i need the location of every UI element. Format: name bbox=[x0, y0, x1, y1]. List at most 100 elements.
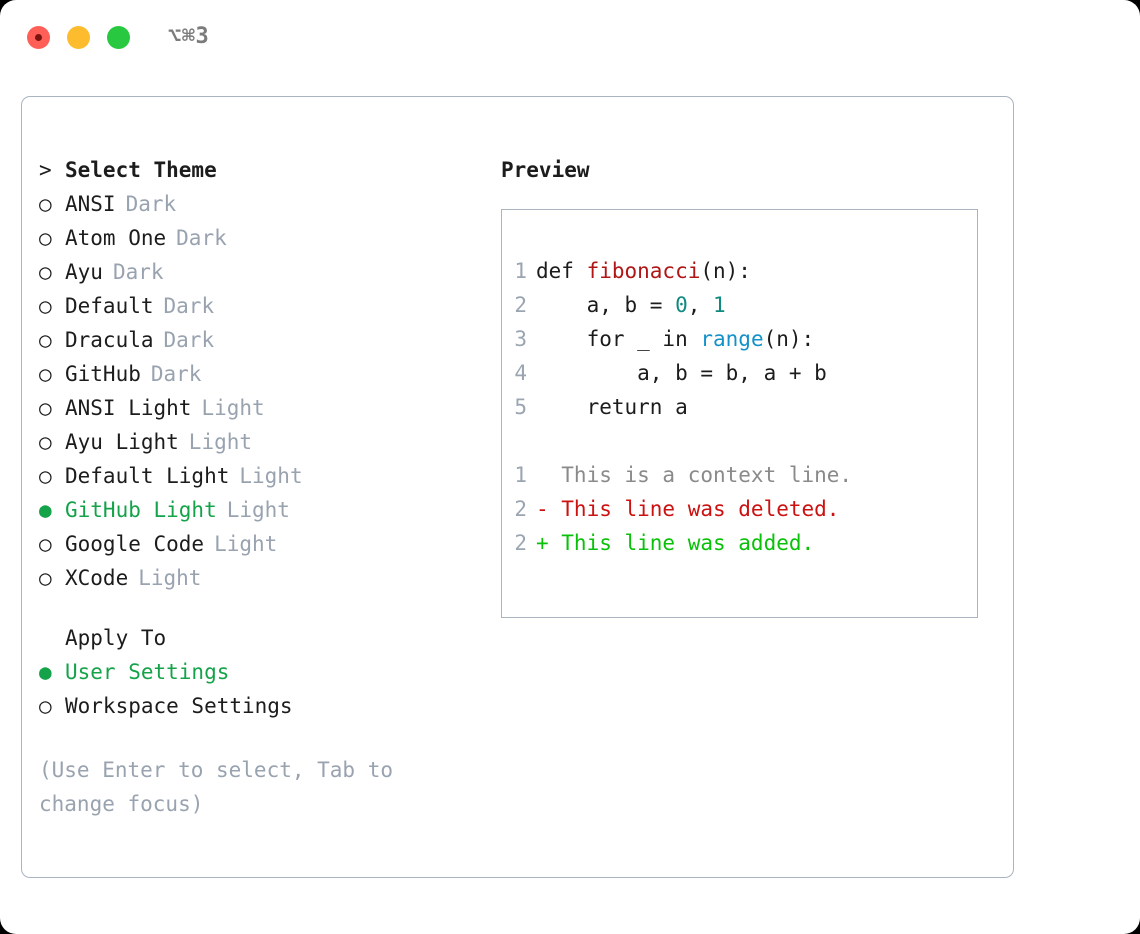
zoom-window-button[interactable] bbox=[107, 26, 130, 49]
caret-right-icon: > bbox=[39, 158, 52, 182]
code-token-plain: a, b = b, a + b bbox=[536, 361, 827, 385]
code-line-number: 3 bbox=[514, 327, 527, 351]
theme-item-ayu[interactable]: ○ Ayu Dark bbox=[39, 255, 479, 289]
diff-line-text: This is a context line. bbox=[536, 463, 853, 487]
code-token-plain: for _ in bbox=[536, 327, 701, 351]
diff-line-text: - This line was deleted. bbox=[536, 497, 840, 521]
code-token-plain: (n): bbox=[763, 327, 815, 351]
window-shortcut-label: ⌥⌘3 bbox=[168, 24, 210, 49]
code-token-num: 0 bbox=[675, 293, 688, 317]
radio-unselected-icon: ○ bbox=[39, 430, 52, 454]
minimize-window-button[interactable] bbox=[67, 26, 90, 49]
code-line: 3 for _ in range(n): bbox=[502, 322, 977, 356]
code-line: 4 a, b = b, a + b bbox=[502, 356, 977, 390]
theme-item-label: GitHub Light bbox=[65, 498, 217, 522]
theme-item-badge: Dark bbox=[112, 260, 164, 284]
theme-item-badge: Dark bbox=[176, 226, 227, 250]
radio-unselected-icon: ○ bbox=[39, 694, 52, 718]
theme-item-dracula[interactable]: ○ Dracula Dark bbox=[39, 323, 479, 357]
code-line-text: def fibonacci(n): bbox=[536, 254, 751, 288]
diff-line-add: 2 + This line was added. bbox=[502, 526, 977, 560]
theme-item-label: Ayu bbox=[65, 260, 103, 284]
theme-item-badge: Light bbox=[138, 566, 202, 590]
close-window-button[interactable] bbox=[27, 26, 50, 49]
section-spacer bbox=[39, 595, 479, 621]
theme-item-github[interactable]: ○ GitHub Dark bbox=[39, 357, 479, 391]
code-diff-spacer bbox=[502, 424, 977, 458]
radio-unselected-icon: ○ bbox=[39, 260, 52, 284]
diff-sample: 1 This is a context line. 2 - This line wa… bbox=[502, 458, 977, 560]
code-line-text: a, b = b, a + b bbox=[536, 356, 827, 390]
select-theme-header-label: Select Theme bbox=[65, 158, 217, 182]
code-line-number: 2 bbox=[514, 293, 527, 317]
radio-unselected-icon: ○ bbox=[39, 362, 52, 386]
radio-unselected-icon: ○ bbox=[39, 396, 52, 420]
code-token-plain: return a bbox=[536, 395, 688, 419]
diff-line-number: 1 bbox=[514, 463, 527, 487]
theme-item-badge: Dark bbox=[125, 192, 177, 216]
diff-line-text: + This line was added. bbox=[536, 531, 815, 555]
theme-item-label: Dracula bbox=[65, 328, 154, 352]
code-token-plain: (n): bbox=[700, 259, 751, 283]
theme-item-label: Ayu Light bbox=[65, 430, 179, 454]
radio-selected-icon: ● bbox=[39, 498, 52, 522]
theme-item-badge: Light bbox=[239, 464, 303, 488]
theme-item-label: Default Light bbox=[65, 464, 230, 488]
theme-item-xcode[interactable]: ○ XCode Light bbox=[39, 561, 479, 595]
theme-item-label: ANSI Light bbox=[65, 396, 192, 420]
radio-unselected-icon: ○ bbox=[39, 566, 52, 590]
theme-item-label: Google Code bbox=[65, 532, 205, 556]
theme-item-github-light[interactable]: ● GitHub Light Light bbox=[39, 493, 479, 527]
diff-line-del: 2 - This line was deleted. bbox=[502, 492, 977, 526]
radio-unselected-icon: ○ bbox=[39, 328, 52, 352]
code-token-plain: a, b = bbox=[536, 293, 676, 317]
diff-line-number: 2 bbox=[514, 531, 527, 555]
theme-item-label: Atom One bbox=[65, 226, 167, 250]
theme-item-badge: Dark bbox=[163, 294, 215, 318]
code-line: 2 a, b = 0, 1 bbox=[502, 288, 977, 322]
code-line-number: 1 bbox=[514, 259, 527, 283]
theme-item-label: ANSI bbox=[65, 192, 116, 216]
apply-to-header-marker: ○ bbox=[39, 621, 65, 655]
theme-item-badge: Dark bbox=[163, 328, 215, 352]
theme-item-default[interactable]: ○ Default Dark bbox=[39, 289, 479, 323]
apply-to-item-workspace-settings[interactable]: ○ Workspace Settings bbox=[39, 689, 479, 723]
theme-item-badge: Light bbox=[201, 396, 265, 420]
radio-unselected-icon: ○ bbox=[39, 294, 52, 318]
radio-unselected-icon: ○ bbox=[39, 532, 52, 556]
code-line-text: a, b = 0, 1 bbox=[536, 288, 726, 322]
code-token-num: 1 bbox=[713, 293, 726, 317]
select-theme-header: > Select Theme bbox=[39, 153, 479, 187]
theme-item-ansi-light[interactable]: ○ ANSI Light Light bbox=[39, 391, 479, 425]
theme-item-badge: Light bbox=[226, 498, 290, 522]
code-token-plain: , bbox=[687, 293, 714, 317]
preview-title: Preview bbox=[501, 158, 590, 182]
theme-item-badge: Dark bbox=[150, 362, 202, 386]
apply-to-header-label: Apply To bbox=[65, 626, 167, 650]
code-line-number: 4 bbox=[514, 361, 527, 385]
theme-item-label: XCode bbox=[65, 566, 129, 590]
apply-to-item-label: User Settings bbox=[65, 660, 230, 684]
code-line-number: 5 bbox=[514, 395, 527, 419]
code-token-plain: def bbox=[536, 259, 587, 283]
theme-item-label: Default bbox=[65, 294, 154, 318]
apply-to-item-user-settings[interactable]: ●User Settings bbox=[39, 655, 479, 689]
theme-item-label: GitHub bbox=[65, 362, 141, 386]
traffic-light-group bbox=[27, 26, 130, 49]
apply-to-header: ○ Apply To bbox=[39, 621, 479, 655]
code-line: 1 def fibonacci(n): bbox=[502, 254, 977, 288]
diff-line-number: 2 bbox=[514, 497, 527, 521]
apply-to-item-label: Workspace Settings bbox=[65, 694, 293, 718]
